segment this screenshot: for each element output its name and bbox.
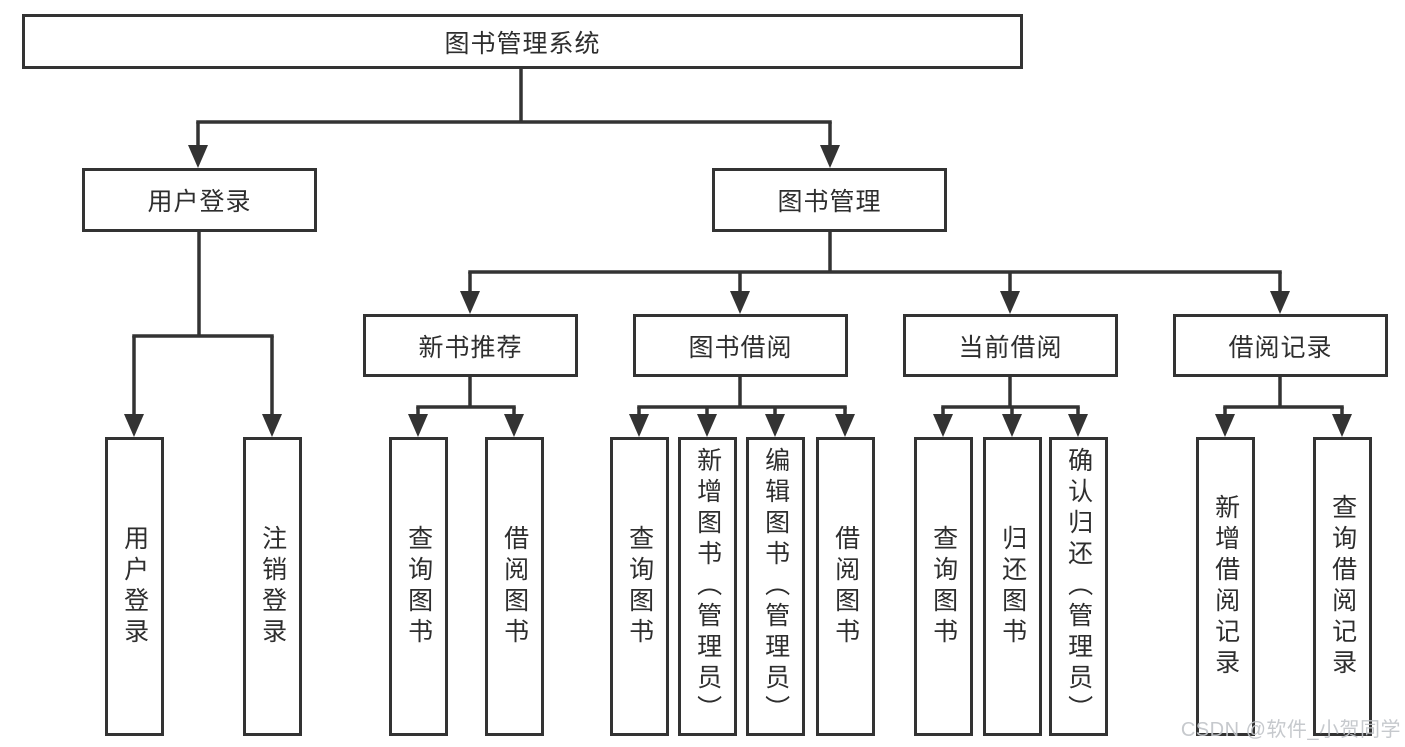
leaf-add-borrow-record-label: 新增借阅记录 <box>1211 493 1240 680</box>
node-borrowing-records: 借阅记录 <box>1173 314 1388 377</box>
node-new-book-recommendation-label: 新书推荐 <box>418 333 523 362</box>
leaf-query-books-current-label: 查询图书 <box>929 524 958 649</box>
leaf-user-login-label: 用户登录 <box>120 524 149 649</box>
leaf-confirm-return-admin: 确认归还（管理员） <box>1049 437 1108 736</box>
leaf-borrow-books-recommend: 借阅图书 <box>485 437 544 736</box>
node-book-borrowing: 图书借阅 <box>633 314 848 377</box>
node-current-borrowing-label: 当前借阅 <box>958 333 1063 362</box>
leaf-borrow-books-borrow: 借阅图书 <box>816 437 875 736</box>
node-user-login-label: 用户登录 <box>147 188 252 216</box>
node-new-book-recommendation: 新书推荐 <box>363 314 578 377</box>
leaf-borrow-books-borrow-label: 借阅图书 <box>831 524 860 649</box>
leaf-query-books-current: 查询图书 <box>914 437 973 736</box>
node-book-management-label: 图书管理 <box>777 188 882 216</box>
leaf-add-books-admin-label: 新增图书（管理员） <box>693 447 722 726</box>
csdn-watermark: CSDN @软件_小贺同学 <box>1180 719 1401 741</box>
leaf-logout: 注销登录 <box>243 437 302 736</box>
leaf-add-borrow-record: 新增借阅记录 <box>1196 437 1255 736</box>
leaf-borrow-books-recommend-label: 借阅图书 <box>500 524 529 649</box>
leaf-edit-books-admin: 编辑图书（管理员） <box>746 437 805 736</box>
leaf-user-login: 用户登录 <box>105 437 164 736</box>
leaf-query-books-borrow: 查询图书 <box>610 437 669 736</box>
leaf-add-books-admin: 新增图书（管理员） <box>678 437 737 736</box>
leaf-query-borrow-record-label: 查询借阅记录 <box>1328 493 1357 680</box>
node-current-borrowing: 当前借阅 <box>903 314 1118 377</box>
leaf-logout-label: 注销登录 <box>258 524 287 649</box>
leaf-query-borrow-record: 查询借阅记录 <box>1313 437 1372 736</box>
node-book-management: 图书管理 <box>712 168 947 232</box>
leaf-query-books-recommend-label: 查询图书 <box>404 524 433 649</box>
node-book-borrowing-label: 图书借阅 <box>688 333 793 362</box>
leaf-query-books-recommend: 查询图书 <box>389 437 448 736</box>
leaf-return-books-label: 归还图书 <box>998 524 1027 649</box>
leaf-query-books-borrow-label: 查询图书 <box>625 524 654 649</box>
node-user-login: 用户登录 <box>82 168 317 232</box>
node-root-label: 图书管理系统 <box>444 29 601 58</box>
leaf-return-books: 归还图书 <box>983 437 1042 736</box>
leaf-confirm-return-admin-label: 确认归还（管理员） <box>1064 447 1093 726</box>
node-root: 图书管理系统 <box>22 14 1023 69</box>
leaf-edit-books-admin-label: 编辑图书（管理员） <box>761 447 790 726</box>
node-borrowing-records-label: 借阅记录 <box>1228 333 1333 362</box>
